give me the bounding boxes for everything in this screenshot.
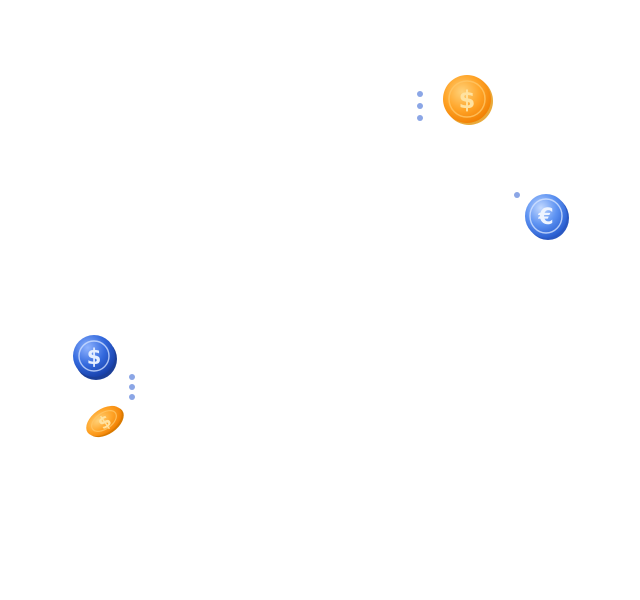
euro-coin-icon: € [525,194,569,240]
dollar-coin-icon: $ [443,75,493,125]
decor-dot [417,115,423,121]
decor-dot [417,103,423,109]
dollar-sign-icon: $ [87,345,102,369]
decor-dot [417,91,423,97]
decor-dot [514,192,520,198]
dollar-sign-icon: $ [459,86,476,114]
decor-dot [129,394,135,400]
dollar-coin-icon: $ [73,335,117,380]
decor-dot [129,384,135,390]
decor-dot [129,374,135,380]
dollar-coin-icon: $ [86,405,124,438]
euro-sign-icon: € [537,205,553,230]
